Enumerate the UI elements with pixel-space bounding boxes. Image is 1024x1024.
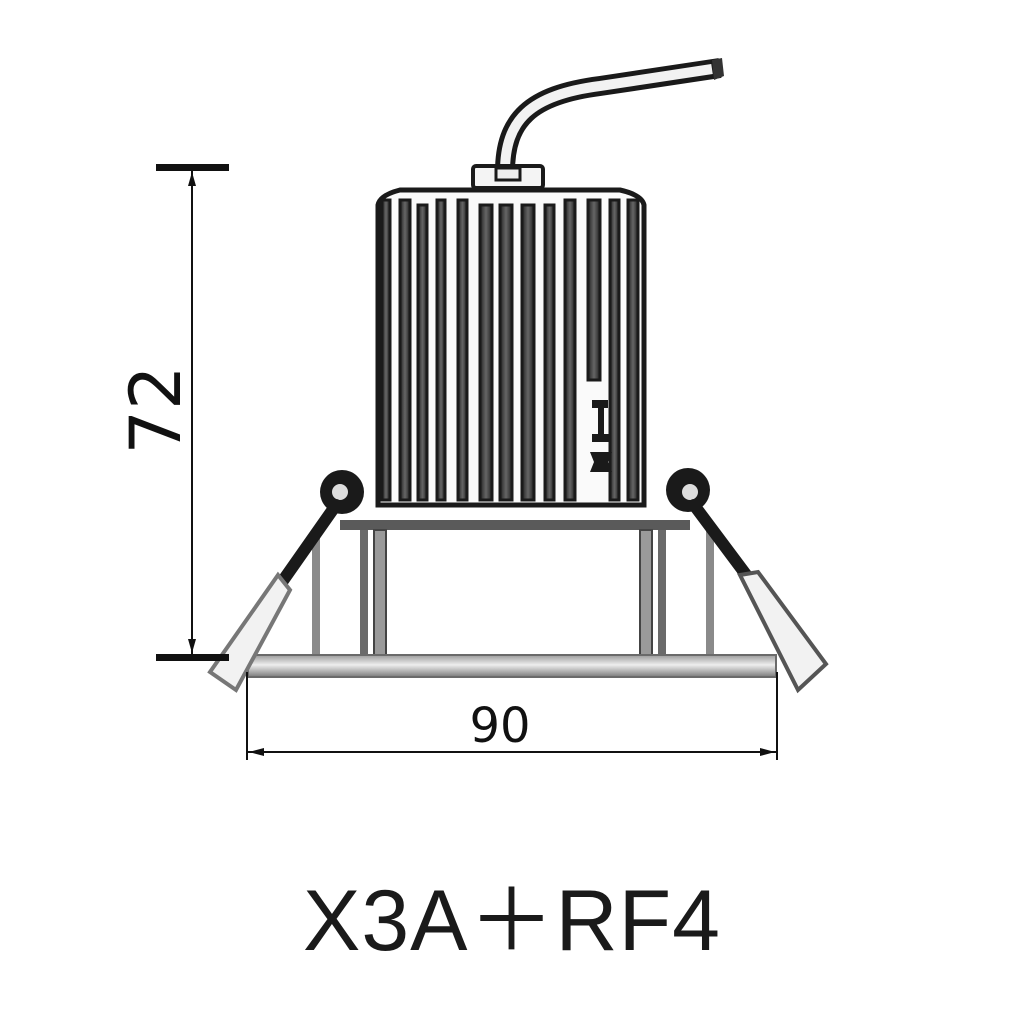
trim-ring [247,654,777,678]
cable [495,58,724,173]
width-dimension: 90 [246,672,778,760]
mounting-frame [312,520,714,656]
height-value: 72 [115,365,197,454]
width-value: 90 [469,698,530,754]
model-caption: X3A＋RF4 [302,873,722,969]
spring-clip-right [666,468,829,694]
spring-clip-left [207,470,364,693]
height-dimension: 72 [115,164,229,661]
heatsink [375,187,647,508]
cable-gland [471,164,545,190]
